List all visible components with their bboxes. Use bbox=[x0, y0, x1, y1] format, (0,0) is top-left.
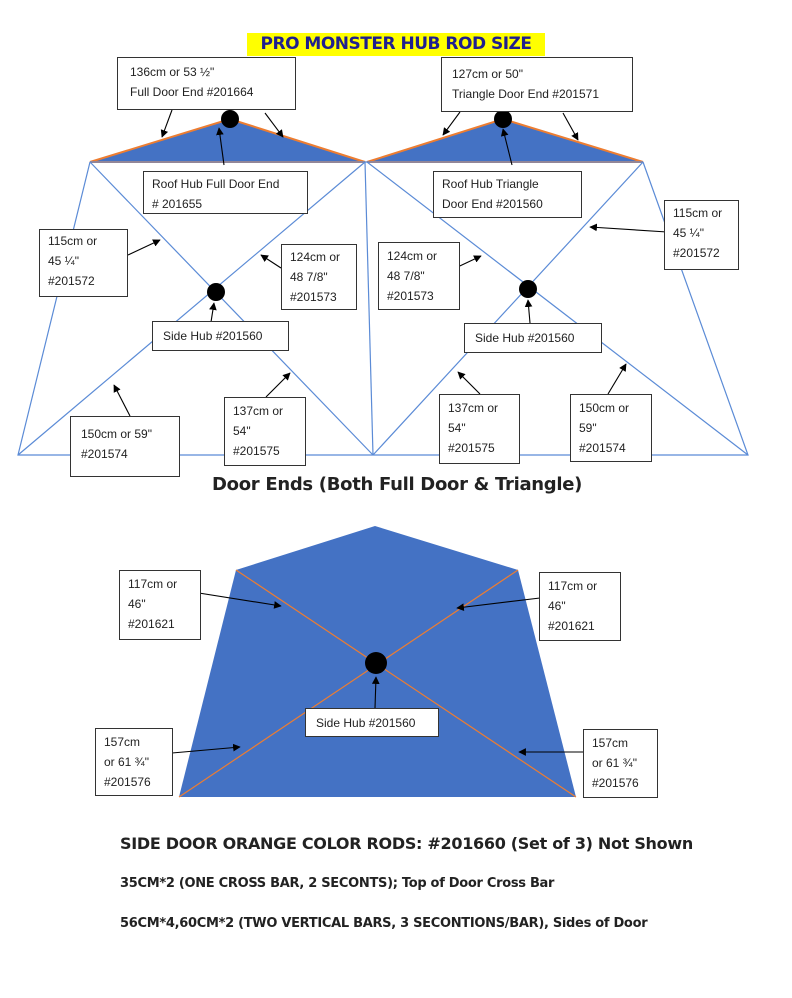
frame-outline bbox=[17, 161, 749, 456]
label-side-157-right: 157cm or 61 ¾" #201576 bbox=[583, 729, 658, 798]
label-text: #201572 bbox=[48, 274, 95, 288]
label-text: 150cm or 59" bbox=[81, 427, 152, 441]
orange-rods-line-1: 35CM*2 (ONE CROSS BAR, 2 SECONTS); Top o… bbox=[120, 876, 555, 891]
label-text: #201573 bbox=[387, 289, 434, 303]
label-text: 59" bbox=[579, 421, 597, 435]
label-text: 127cm or 50" bbox=[452, 67, 523, 81]
label-side-117-right: 117cm or 46" #201621 bbox=[539, 572, 621, 641]
label-text: 157cm bbox=[592, 736, 629, 750]
label-text: Full Door End #201664 bbox=[130, 85, 254, 99]
label-text: 45 ¼" bbox=[673, 226, 704, 240]
side-door-hub bbox=[365, 652, 387, 674]
label-text: 157cm bbox=[104, 735, 141, 749]
label-text: 54" bbox=[233, 424, 251, 438]
label-text: Triangle Door End #201571 bbox=[452, 87, 599, 101]
label-side-hub-right: Side Hub #201560 bbox=[464, 323, 602, 353]
label-roof-hub-full: Roof Hub Full Door End # 201655 bbox=[143, 171, 308, 214]
label-text: #201576 bbox=[592, 776, 639, 790]
label-roof-hub-triangle: Roof Hub Triangle Door End #201560 bbox=[433, 171, 582, 218]
label-text: #201621 bbox=[548, 619, 595, 633]
label-text: 136cm or 53 ½" bbox=[130, 65, 215, 79]
label-right-150: 150cm or 59" #201574 bbox=[570, 394, 652, 462]
label-text: 115cm or bbox=[48, 234, 98, 248]
label-left-150: 150cm or 59" #201574 bbox=[70, 416, 180, 477]
label-text: #201572 bbox=[673, 246, 720, 260]
label-text: 150cm or bbox=[579, 401, 630, 415]
label-text: or 61 ¾" bbox=[592, 756, 637, 770]
label-text: Door End #201560 bbox=[442, 197, 543, 211]
label-text: Side Hub #201560 bbox=[316, 716, 416, 730]
label-text: Roof Hub Triangle bbox=[442, 177, 539, 191]
label-text: 137cm or bbox=[233, 404, 284, 418]
roof-hub-left bbox=[221, 110, 239, 128]
label-left-137: 137cm or 54" #201575 bbox=[224, 397, 306, 466]
label-text: or 61 ¾" bbox=[104, 755, 149, 769]
roof-hub-right bbox=[494, 110, 512, 128]
label-text: 117cm or bbox=[128, 577, 178, 591]
label-text: Side Hub #201560 bbox=[163, 329, 263, 343]
label-side-hub-bottom: Side Hub #201560 bbox=[305, 708, 439, 737]
label-text: #201574 bbox=[579, 441, 626, 455]
label-text: #201574 bbox=[81, 447, 128, 461]
label-text: #201575 bbox=[233, 444, 280, 458]
label-text: Side Hub #201560 bbox=[475, 331, 575, 345]
label-text: Roof Hub Full Door End bbox=[152, 177, 280, 191]
label-right-137: 137cm or 54" #201575 bbox=[439, 394, 520, 464]
side-hub-right bbox=[519, 280, 537, 298]
label-side-157-left: 157cm or 61 ¾" #201576 bbox=[95, 728, 173, 796]
label-left-124: 124cm or 48 7/8" #201573 bbox=[281, 244, 357, 310]
page-title: PRO MONSTER HUB ROD SIZE bbox=[247, 33, 545, 56]
label-side-117-left: 117cm or 46" #201621 bbox=[119, 570, 201, 640]
section-title: Door Ends (Both Full Door & Triangle) bbox=[212, 474, 583, 495]
label-text: #201576 bbox=[104, 775, 151, 789]
label-text: 54" bbox=[448, 421, 466, 435]
label-text: # 201655 bbox=[152, 197, 203, 211]
label-right-115: 115cm or 45 ¼" #201572 bbox=[664, 200, 739, 270]
label-triangle-door-end: 127cm or 50" Triangle Door End #201571 bbox=[441, 57, 633, 112]
label-text: 137cm or bbox=[448, 401, 499, 415]
label-right-124: 124cm or 48 7/8" #201573 bbox=[378, 242, 460, 310]
label-text: #201575 bbox=[448, 441, 495, 455]
label-text: #201573 bbox=[290, 290, 337, 304]
label-full-door-end: 136cm or 53 ½" Full Door End #201664 bbox=[117, 57, 296, 110]
label-text: 124cm or bbox=[387, 249, 438, 263]
label-text: 45 ¼" bbox=[48, 254, 79, 268]
label-side-hub-left: Side Hub #201560 bbox=[152, 321, 289, 351]
label-left-115: 115cm or 45 ¼" #201572 bbox=[39, 229, 128, 297]
orange-rods-line-2: 56CM*4,60CM*2 (TWO VERTICAL BARS, 3 SECO… bbox=[120, 916, 648, 931]
label-text: #201621 bbox=[128, 617, 175, 631]
label-text: 46" bbox=[548, 599, 566, 613]
label-text: 48 7/8" bbox=[290, 270, 328, 284]
orange-rods-heading: SIDE DOOR ORANGE COLOR RODS: #201660 (Se… bbox=[120, 834, 693, 853]
label-text: 117cm or bbox=[548, 579, 598, 593]
label-text: 124cm or bbox=[290, 250, 341, 264]
label-text: 46" bbox=[128, 597, 146, 611]
label-text: 115cm or bbox=[673, 206, 723, 220]
label-text: 48 7/8" bbox=[387, 269, 425, 283]
side-hub-left bbox=[207, 283, 225, 301]
